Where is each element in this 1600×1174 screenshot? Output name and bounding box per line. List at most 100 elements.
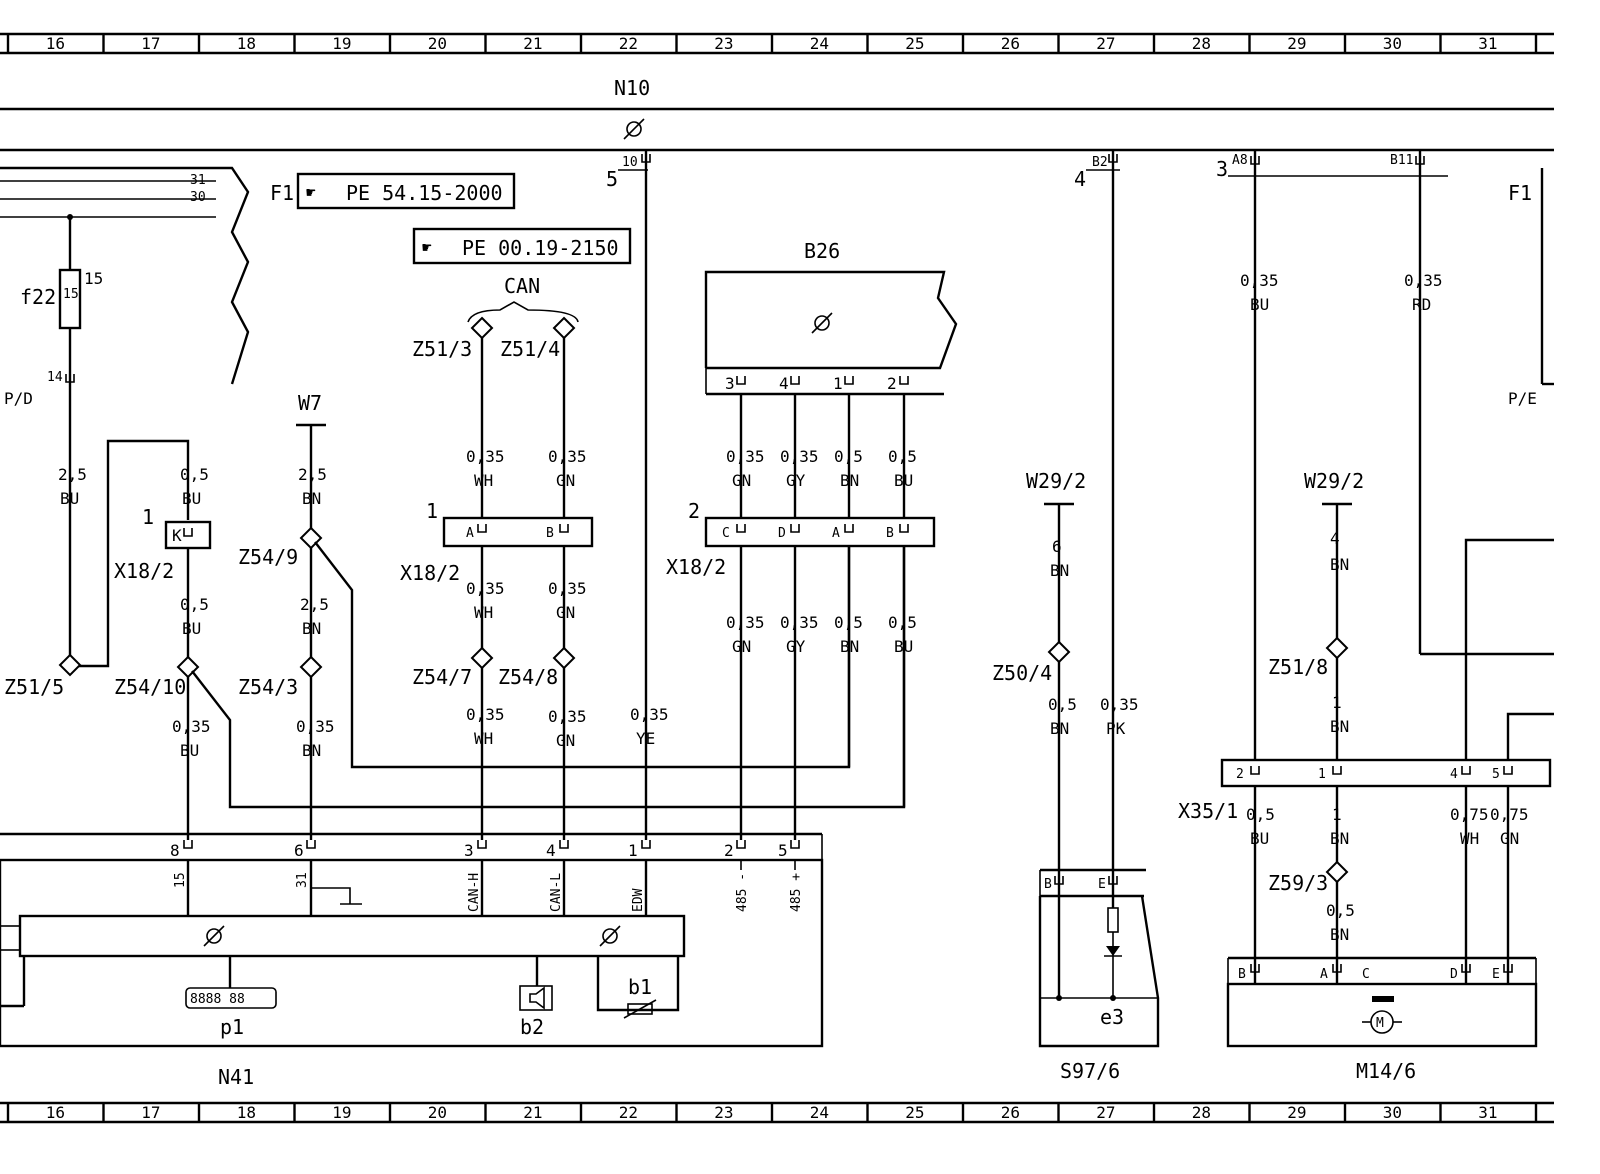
pin-socket	[641, 154, 651, 163]
svg-text:Z59/3: Z59/3	[1268, 871, 1328, 895]
pin-socket	[899, 376, 909, 385]
svg-text:Z51/5: Z51/5	[4, 675, 64, 699]
splice-z54-7: Z54/7	[412, 646, 494, 689]
pin-socket	[1108, 154, 1118, 163]
svg-text:0,35: 0,35	[726, 613, 765, 632]
pin-socket	[183, 840, 193, 849]
svg-text:6: 6	[294, 841, 304, 860]
module-b26: B26 3 4 1 2	[704, 239, 958, 396]
module-n10: N10	[0, 76, 1554, 152]
grid-column-label: 31	[1478, 1103, 1497, 1122]
fuse-block-left: 31 30 F1 15 15 f22 P/D 14	[0, 166, 294, 408]
svg-text:4: 4	[779, 374, 789, 393]
f1-left-label: F1	[270, 181, 294, 205]
grid-column-label: 20	[428, 1103, 447, 1122]
svg-text:BU: BU	[180, 741, 199, 760]
svg-text:0,35: 0,35	[466, 447, 505, 466]
svg-text:4: 4	[1330, 529, 1340, 548]
svg-text:B: B	[1238, 967, 1246, 982]
svg-text:B: B	[546, 526, 554, 541]
svg-text:31: 31	[295, 872, 310, 888]
n10-label: N10	[614, 76, 650, 100]
svg-text:0,35: 0,35	[548, 579, 587, 598]
svg-text:A: A	[466, 526, 474, 541]
fuse-f22-label: f22	[20, 285, 56, 309]
pin-socket	[1250, 766, 1260, 775]
svg-text:YE: YE	[636, 729, 655, 748]
svg-text:X18/2: X18/2	[666, 555, 726, 579]
splice-z51-4: Z51/4	[500, 316, 576, 361]
svg-text:GN: GN	[732, 471, 751, 490]
svg-text:0,5: 0,5	[834, 447, 863, 466]
pin-socket	[641, 840, 651, 849]
connector-x35-1: 2 1 4 5 X35/1	[1178, 758, 1552, 823]
pin-socket	[559, 840, 569, 849]
svg-text:485 +: 485 +	[789, 873, 804, 912]
svg-text:E: E	[1098, 877, 1106, 892]
pin-socket	[1054, 876, 1064, 885]
splice-z50-4: Z50/4	[992, 640, 1071, 685]
svg-text:A: A	[832, 526, 840, 541]
svg-text:BU: BU	[1250, 829, 1269, 848]
motor-m14-6: B A C D E M M14/6	[1226, 956, 1538, 1083]
svg-text:0,35: 0,35	[548, 707, 587, 726]
svg-text:X35/1: X35/1	[1178, 799, 1238, 823]
grid-column-label: 17	[141, 1103, 160, 1122]
svg-text:0,35: 0,35	[726, 447, 765, 466]
splice-z54-8: Z54/8	[498, 646, 576, 689]
pin-socket	[790, 524, 800, 533]
svg-text:4: 4	[546, 841, 556, 860]
svg-text:BN: BN	[1330, 925, 1349, 944]
module-n41: N41 8 6 3 4 1 2 5 15 31 CAN-H CAN-L EDW …	[0, 832, 824, 1089]
svg-text:0,35: 0,35	[172, 717, 211, 736]
svg-text:1: 1	[1332, 805, 1342, 824]
svg-text:0,5: 0,5	[888, 447, 917, 466]
pin-socket	[65, 374, 75, 383]
svg-text:X18/2: X18/2	[400, 561, 460, 585]
svg-text:GN: GN	[556, 471, 575, 490]
svg-text:WH: WH	[474, 603, 493, 622]
grid-column-label: 19	[332, 34, 351, 53]
svg-text:CAN-L: CAN-L	[549, 873, 564, 912]
svg-text:2,5: 2,5	[58, 465, 87, 484]
svg-text:BN: BN	[1330, 555, 1349, 574]
svg-text:8: 8	[170, 841, 180, 860]
grid-column-label: 17	[141, 34, 160, 53]
svg-text:10: 10	[622, 155, 638, 170]
svg-text:0,75: 0,75	[1490, 805, 1529, 824]
svg-text:CAN: CAN	[504, 274, 540, 298]
grid-column-label: 23	[714, 34, 733, 53]
svg-text:5: 5	[778, 841, 788, 860]
svg-text:0,75: 0,75	[1450, 805, 1489, 824]
svg-text:0,5: 0,5	[180, 465, 209, 484]
grid-column-label: 21	[523, 1103, 542, 1122]
grid-column-label: 27	[1096, 34, 1115, 53]
pin-socket	[1332, 964, 1342, 973]
svg-text:Z51/4: Z51/4	[500, 337, 560, 361]
ground-w29-2-a: W29/2	[1026, 469, 1086, 506]
svg-text:0,5: 0,5	[888, 613, 917, 632]
pin-socket	[790, 376, 800, 385]
svg-text:D: D	[1450, 967, 1458, 982]
svg-text:W7: W7	[298, 391, 322, 415]
svg-text:b2: b2	[520, 1015, 544, 1039]
svg-text:BN: BN	[1050, 561, 1069, 580]
svg-text:C: C	[722, 526, 730, 541]
pin-socket	[736, 376, 746, 385]
svg-text:B: B	[886, 526, 894, 541]
electronic-symbol-icon	[623, 118, 645, 140]
electronic-symbol-icon	[203, 925, 621, 947]
pin-socket	[477, 840, 487, 849]
svg-text:0,35: 0,35	[630, 705, 669, 724]
svg-text:A: A	[1320, 967, 1328, 982]
pin-socket	[1108, 876, 1118, 885]
grid-column-label: 29	[1287, 34, 1306, 53]
svg-text:Z54/10: Z54/10	[114, 675, 186, 699]
svg-text:B2: B2	[1092, 155, 1108, 170]
svg-text:W29/2: W29/2	[1304, 469, 1364, 493]
ref-pe-00-19: PE 00.19-2150	[462, 236, 619, 260]
svg-text:A8: A8	[1232, 153, 1248, 168]
svg-text:BU: BU	[60, 489, 79, 508]
svg-text:WH: WH	[1460, 829, 1479, 848]
grid-column-label: 31	[1478, 34, 1497, 53]
